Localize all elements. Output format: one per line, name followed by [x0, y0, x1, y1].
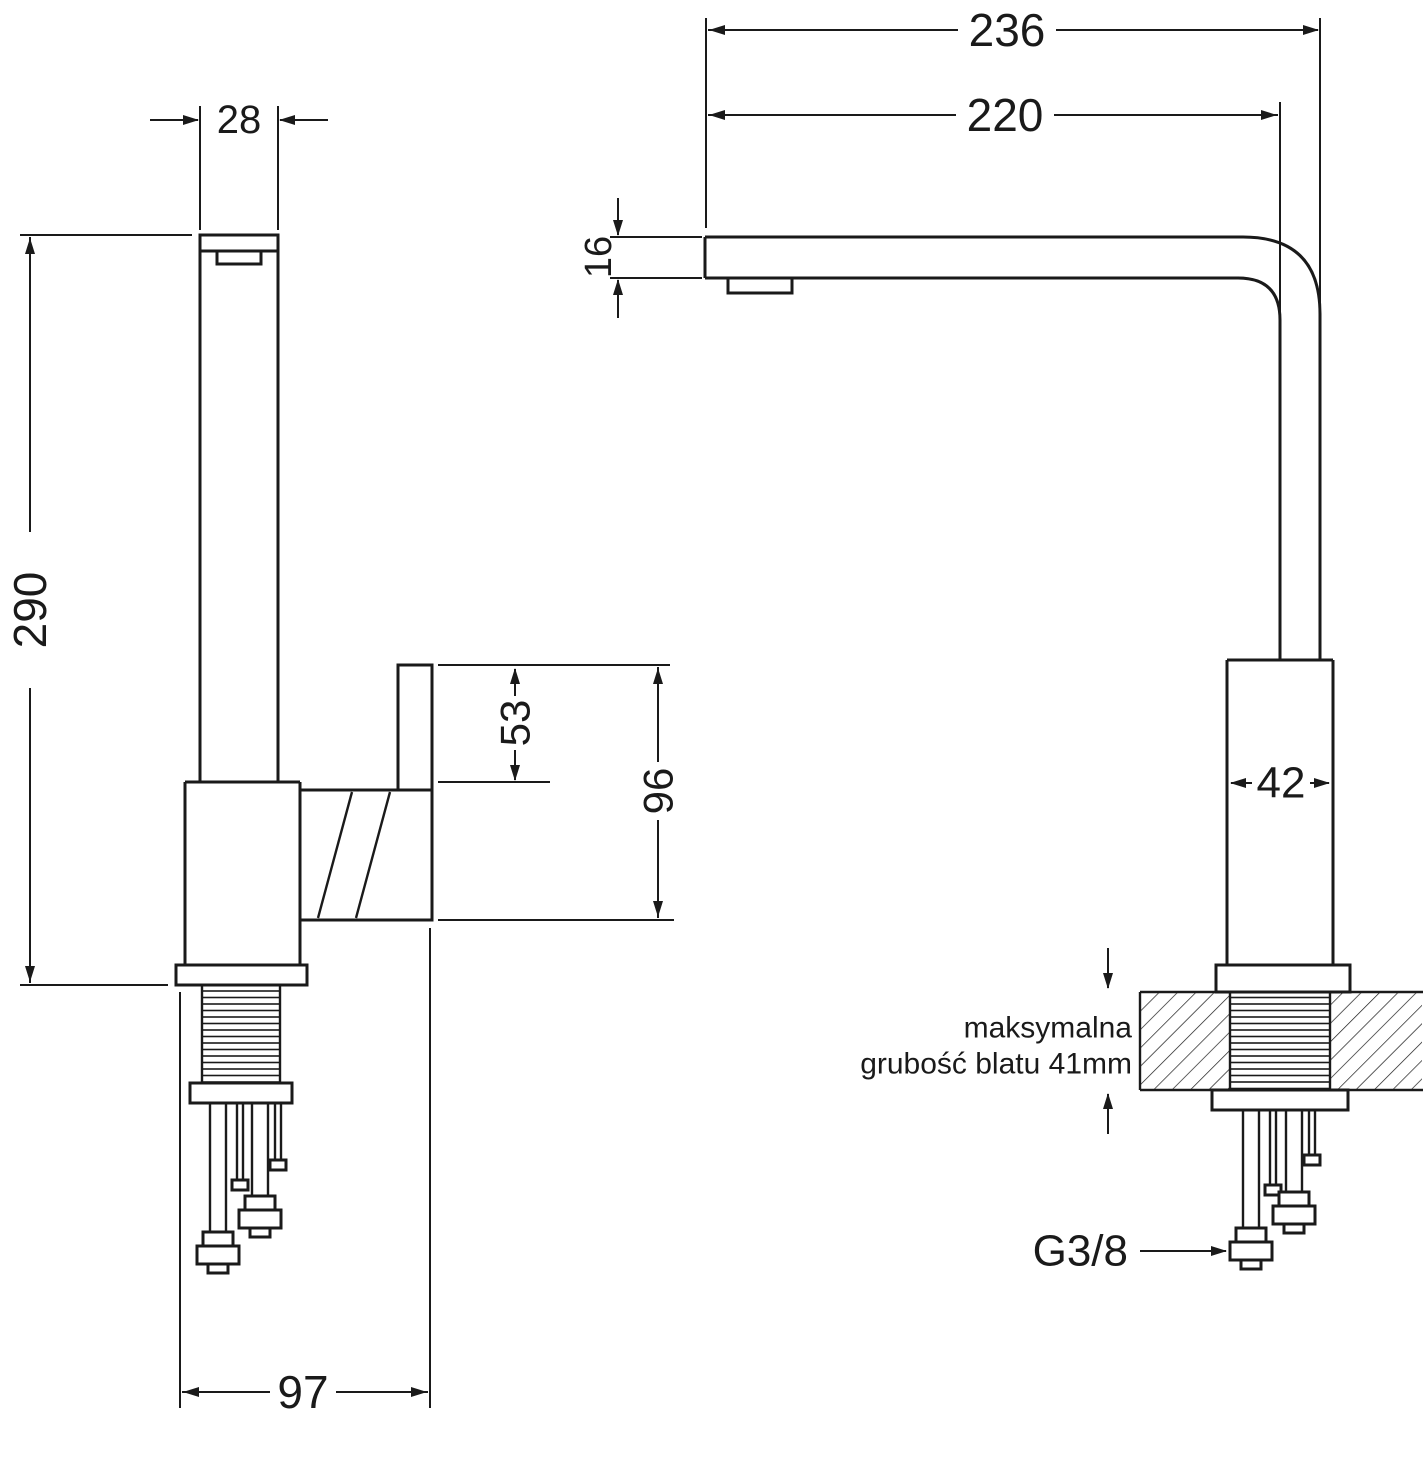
front-view: maksymalna grubość blatu 41mm	[578, 4, 1423, 1276]
countertop-note-line1: maksymalna	[964, 1012, 1133, 1045]
dim-label-42: 42	[1257, 759, 1306, 808]
mounting-hardware-side	[188, 983, 294, 1275]
dim-label-53: 53	[492, 700, 539, 747]
dim-base-depth: 97	[179, 928, 431, 1418]
faucet-front-outline	[703, 235, 1352, 994]
dim-total-height: 290	[4, 234, 192, 986]
dim-spout-width: 28	[150, 98, 328, 230]
thread-size-callout: G3/8	[1033, 1227, 1227, 1276]
thread-size-label: G3/8	[1033, 1227, 1128, 1276]
dim-label-220: 220	[967, 89, 1044, 141]
dim-handle-offset: 53	[438, 664, 670, 783]
dim-spout-thickness: 16	[578, 198, 702, 318]
countertop-note-line2: grubość blatu 41mm	[860, 1048, 1132, 1081]
faucet-side-outline	[174, 233, 434, 987]
side-view: 28 290 53 96	[4, 98, 682, 1418]
countertop: maksymalna grubość blatu 41mm	[860, 948, 1423, 1134]
aerator	[726, 276, 794, 295]
dim-total-reach: 236	[705, 4, 1321, 308]
mounting-hardware-front	[1210, 1088, 1350, 1271]
dim-label-290: 290	[4, 572, 56, 649]
dim-handle-height: 96	[438, 667, 682, 921]
dim-body-width: 42	[1230, 759, 1330, 808]
dim-label-96: 96	[635, 768, 682, 815]
dim-label-16: 16	[578, 236, 620, 278]
dim-spout-reach: 220	[708, 89, 1281, 312]
dim-label-97: 97	[277, 1366, 328, 1418]
dim-label-28: 28	[217, 98, 262, 142]
handle-lever	[396, 663, 434, 792]
dim-label-236: 236	[969, 4, 1046, 56]
